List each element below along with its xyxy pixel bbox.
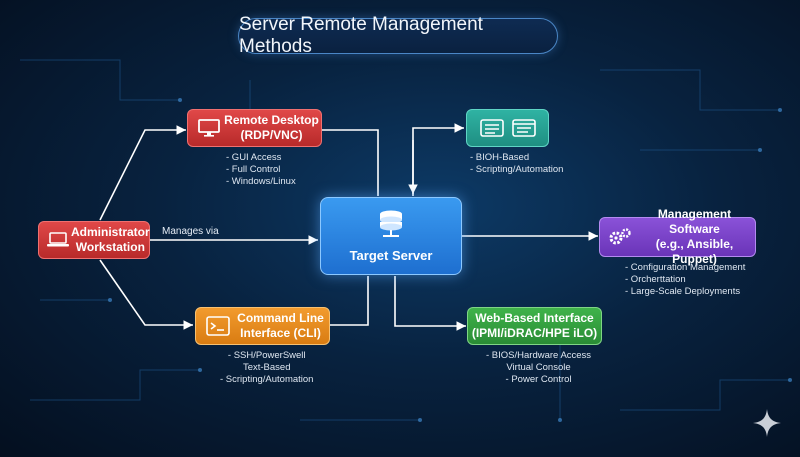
management-software-label: Management Software (e.g., Ansible, Pupp…: [655, 207, 734, 266]
remote-desktop-label: Remote Desktop (RDP/VNC): [224, 113, 319, 142]
admin-workstation-node: Administrator Workstation: [38, 221, 150, 259]
server-to-bios-connector: [412, 123, 464, 196]
gears-icon: [606, 227, 634, 247]
web-interface-notes: - BIOS/Hardware Access Virtual Console -…: [486, 350, 592, 385]
remote-desktop-node: Remote Desktop (RDP/VNC): [187, 109, 322, 147]
web-interface-node: Web-Based Interface (IPMI/iDRAC/HPE iLO): [467, 307, 602, 345]
cli-node: Command Line Interface (CLI): [195, 307, 330, 345]
monitor-icon: [196, 119, 222, 137]
rdp-to-server-connector: [322, 129, 379, 196]
console-icon: [204, 316, 232, 336]
cli-to-server-connector: [330, 276, 369, 326]
bios-scripting-node: [466, 109, 549, 147]
target-server-node: Target Server: [320, 197, 462, 275]
target-server-label: Target Server: [349, 247, 433, 263]
page-title: Server Remote Management Methods: [238, 14, 558, 57]
web-interface-label: Web-Based Interface (IPMI/iDRAC/HPE iLO): [471, 311, 598, 340]
manages-via-label: Manages via: [162, 226, 219, 237]
server-to-web-connector: [394, 276, 466, 331]
management-software-notes: - Configuration Management - Orcherttati…: [625, 262, 746, 297]
management-software-node: Management Software (e.g., Ansible, Pupp…: [599, 207, 756, 266]
browser-window-icon: [511, 119, 536, 137]
connectors: [99, 123, 598, 331]
bios-scripting-notes: - BIOH-Based - Scripting/Automation: [470, 152, 564, 175]
sparkle-icon: [753, 409, 781, 437]
admin-to-rdp-connector: [99, 125, 186, 221]
circuit-decoration: [20, 59, 790, 421]
circuit-dots: [108, 98, 792, 422]
terminal-window-icon: [479, 119, 504, 137]
cli-label: Command Line Interface (CLI): [237, 311, 324, 340]
admin-workstation-label: Administrator Workstation: [71, 225, 150, 254]
cli-notes: - SSH/PowerSwell Text-Based - Scripting/…: [220, 350, 314, 385]
admin-to-cli-connector: [99, 259, 193, 330]
database-server-icon: [378, 210, 404, 240]
laptop-icon: [45, 232, 71, 248]
remote-desktop-notes: - GUI Access - Full Control - Windows/Li…: [226, 152, 296, 187]
